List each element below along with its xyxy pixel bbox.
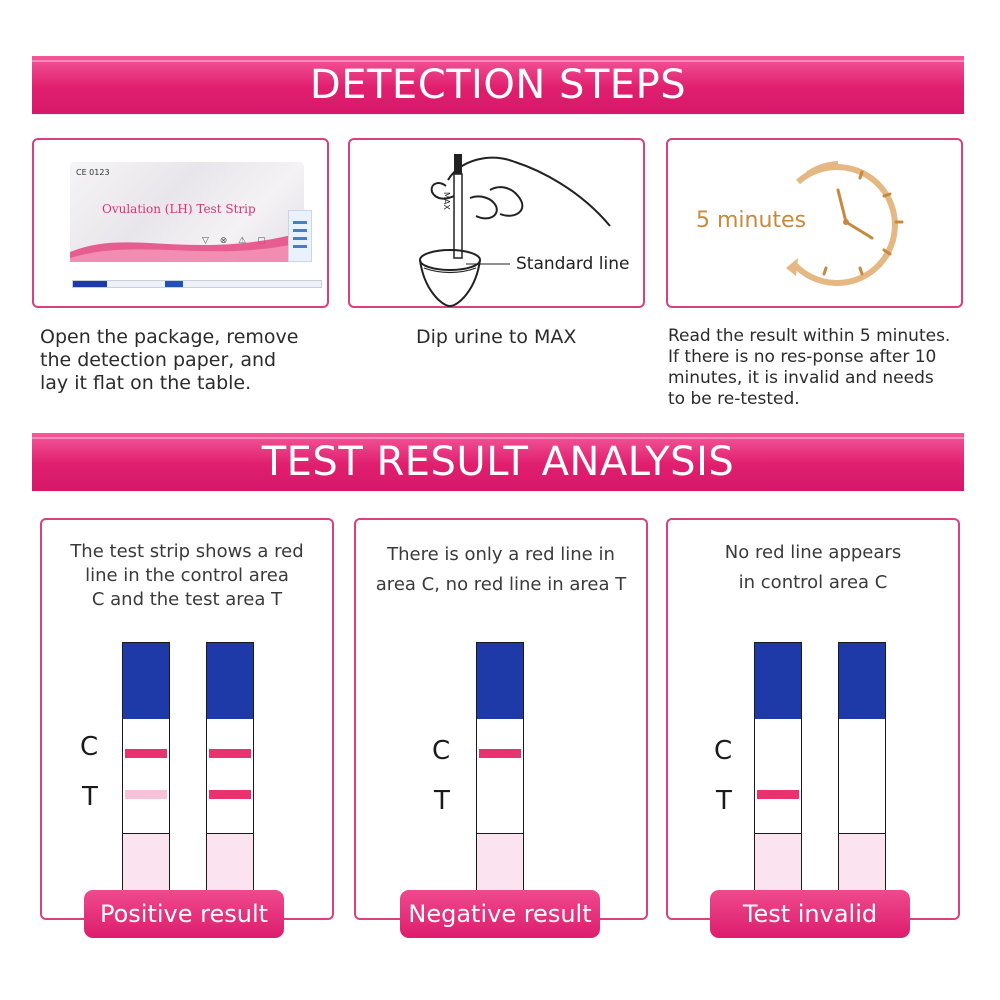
- test-strip: [206, 642, 254, 892]
- max-mark-label: MAX: [442, 192, 451, 210]
- test-result-analysis-banner: TEST RESULT ANALYSIS: [32, 433, 964, 491]
- test-strip: [838, 642, 886, 892]
- package-title: Ovulation (LH) Test Strip: [102, 202, 256, 216]
- step1-instruction: Open the package, remove the detection p…: [40, 326, 299, 394]
- detection-steps-title: DETECTION STEPS: [309, 62, 687, 108]
- desiccant-pack-icon: [288, 210, 312, 262]
- control-area-label: C: [714, 736, 733, 766]
- package-wave-icon: [70, 232, 304, 262]
- test-invalid-label: Test invalid: [742, 900, 878, 928]
- test-line-faint: [125, 790, 167, 799]
- step3-card: 5 minutes: [666, 138, 963, 308]
- negative-result-card: There is only a red line in area C, no r…: [354, 518, 648, 938]
- test-strip-package-image: CE 0123 Ovulation (LH) Test Strip ▽ ⊗ ⚠ …: [70, 162, 304, 262]
- negative-result-description: There is only a red line in area C, no r…: [375, 544, 627, 595]
- test-strip: [122, 642, 170, 892]
- test-invalid-button[interactable]: Test invalid: [710, 890, 910, 938]
- positive-result-label: Positive result: [99, 900, 269, 928]
- step3-instruction: Read the result within 5 minutes. If the…: [668, 326, 951, 409]
- test-strip: [754, 642, 802, 892]
- step2-card: MAX Standard line: [348, 138, 645, 308]
- negative-result-label: Negative result: [408, 900, 592, 928]
- step1-card: CE 0123 Ovulation (LH) Test Strip ▽ ⊗ ⚠ …: [32, 138, 329, 308]
- control-line: [479, 749, 521, 758]
- control-line: [209, 749, 251, 758]
- detection-paper-strip-icon: [72, 280, 322, 288]
- negative-result-button[interactable]: Negative result: [400, 890, 600, 938]
- control-area-label: C: [80, 732, 99, 762]
- test-area-label: T: [716, 786, 732, 816]
- test-strip: [476, 642, 524, 892]
- control-line: [125, 749, 167, 758]
- detection-steps-banner: DETECTION STEPS: [32, 56, 964, 114]
- test-line: [757, 790, 799, 799]
- control-area-label: C: [432, 736, 451, 766]
- test-area-label: T: [82, 782, 98, 812]
- package-symbols-icon: ▽ ⊗ ⚠ ▢: [202, 236, 270, 246]
- timer-label: 5 minutes: [696, 208, 807, 233]
- test-invalid-description: No red line appears in control area C: [724, 542, 902, 593]
- positive-result-description: The test strip shows a red line in the c…: [70, 541, 304, 610]
- step2-instruction: Dip urine to MAX: [416, 326, 577, 348]
- package-ce-mark: CE 0123: [76, 168, 110, 177]
- standard-line-label: Standard line: [516, 254, 630, 274]
- test-line: [209, 790, 251, 799]
- positive-result-button[interactable]: Positive result: [84, 890, 284, 938]
- test-result-analysis-title: TEST RESULT ANALYSIS: [261, 439, 735, 485]
- positive-result-card: The test strip shows a red line in the c…: [40, 518, 334, 938]
- test-area-label: T: [434, 786, 450, 816]
- dip-urine-illustration-icon: [419, 154, 611, 308]
- test-invalid-card: No red line appears in control area C C …: [666, 518, 960, 938]
